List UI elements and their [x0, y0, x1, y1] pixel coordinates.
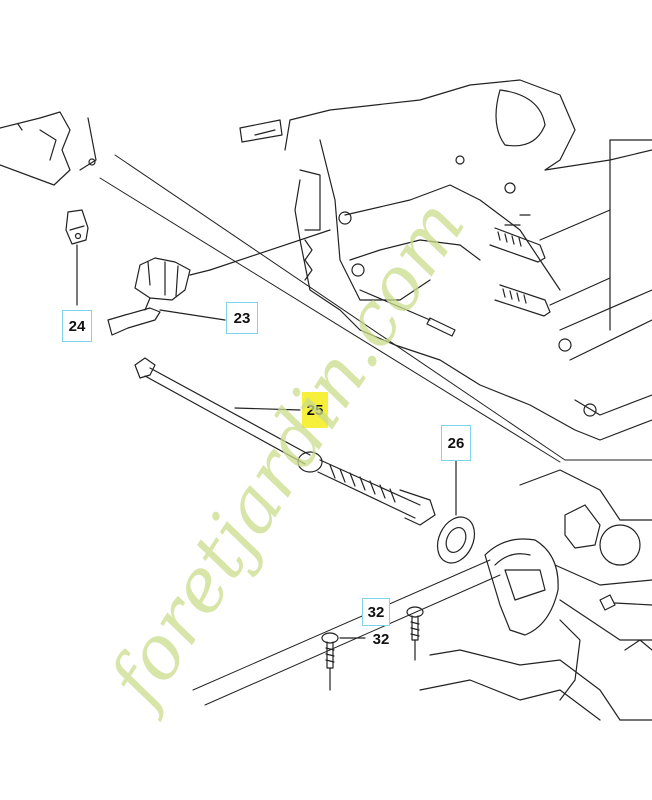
- handle-fragment: [0, 111, 97, 186]
- housing-bolts: [489, 139, 652, 331]
- cover-assembly: [419, 469, 652, 721]
- callout-26[interactable]: 26: [441, 425, 471, 461]
- screw-part-32-b: [321, 632, 366, 691]
- frame-lines: [99, 154, 652, 706]
- pin: [359, 289, 456, 337]
- screw-part-32-a: [406, 606, 424, 661]
- callout-32-a[interactable]: 32: [362, 598, 390, 626]
- callout-23[interactable]: 23: [226, 302, 258, 334]
- callout-24[interactable]: 24: [62, 310, 92, 342]
- callout-25[interactable]: 25: [302, 392, 328, 428]
- rod-part-25: [134, 357, 436, 526]
- crankcase-housing: [239, 79, 652, 441]
- switch-part-23: [107, 229, 331, 336]
- gear-part-26: [436, 459, 476, 564]
- callout-32-b[interactable]: 32: [372, 630, 390, 648]
- clip-part-24: [65, 209, 89, 306]
